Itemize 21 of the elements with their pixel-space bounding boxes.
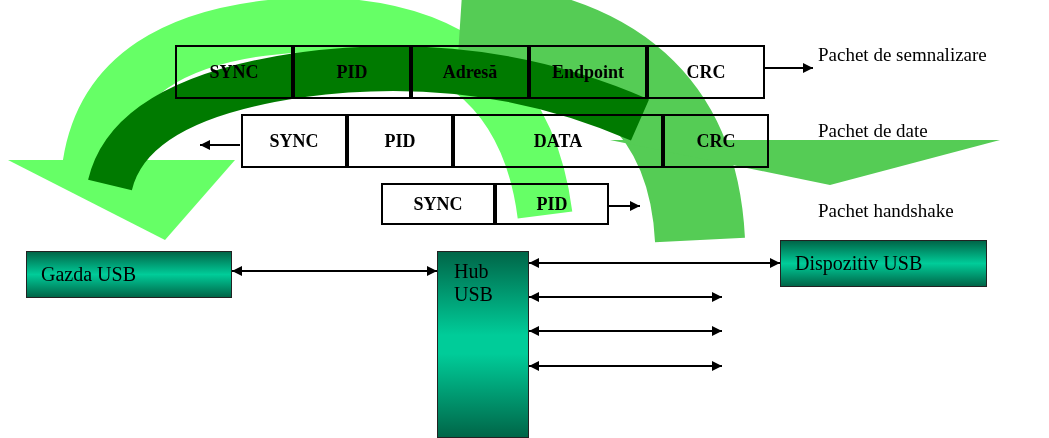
packet-field: PID	[495, 183, 609, 225]
packet-field: Adresă	[411, 45, 529, 99]
packet-field: PID	[293, 45, 411, 99]
packet-type-label: Pachet handshake	[818, 200, 954, 222]
packet-field: SYNC	[241, 114, 347, 168]
device-box: Dispozitiv USB	[780, 240, 987, 287]
packet-type-label: Pachet de date	[818, 120, 928, 142]
packet-field: SYNC	[381, 183, 495, 225]
hub-box: Hub USB	[437, 251, 529, 438]
packet-field: Endpoint	[529, 45, 647, 99]
arrow	[528, 258, 781, 268]
packet-field: PID	[347, 114, 453, 168]
packet-field: SYNC	[175, 45, 293, 99]
arrow	[528, 361, 723, 371]
arrow	[528, 326, 723, 336]
packet-field: CRC	[647, 45, 765, 99]
device-box: Gazda USB	[26, 251, 232, 298]
arrow	[528, 292, 723, 302]
arrow	[231, 266, 438, 276]
packet-field: CRC	[663, 114, 769, 168]
packet-type-label: Pachet de semnalizare	[818, 44, 987, 66]
